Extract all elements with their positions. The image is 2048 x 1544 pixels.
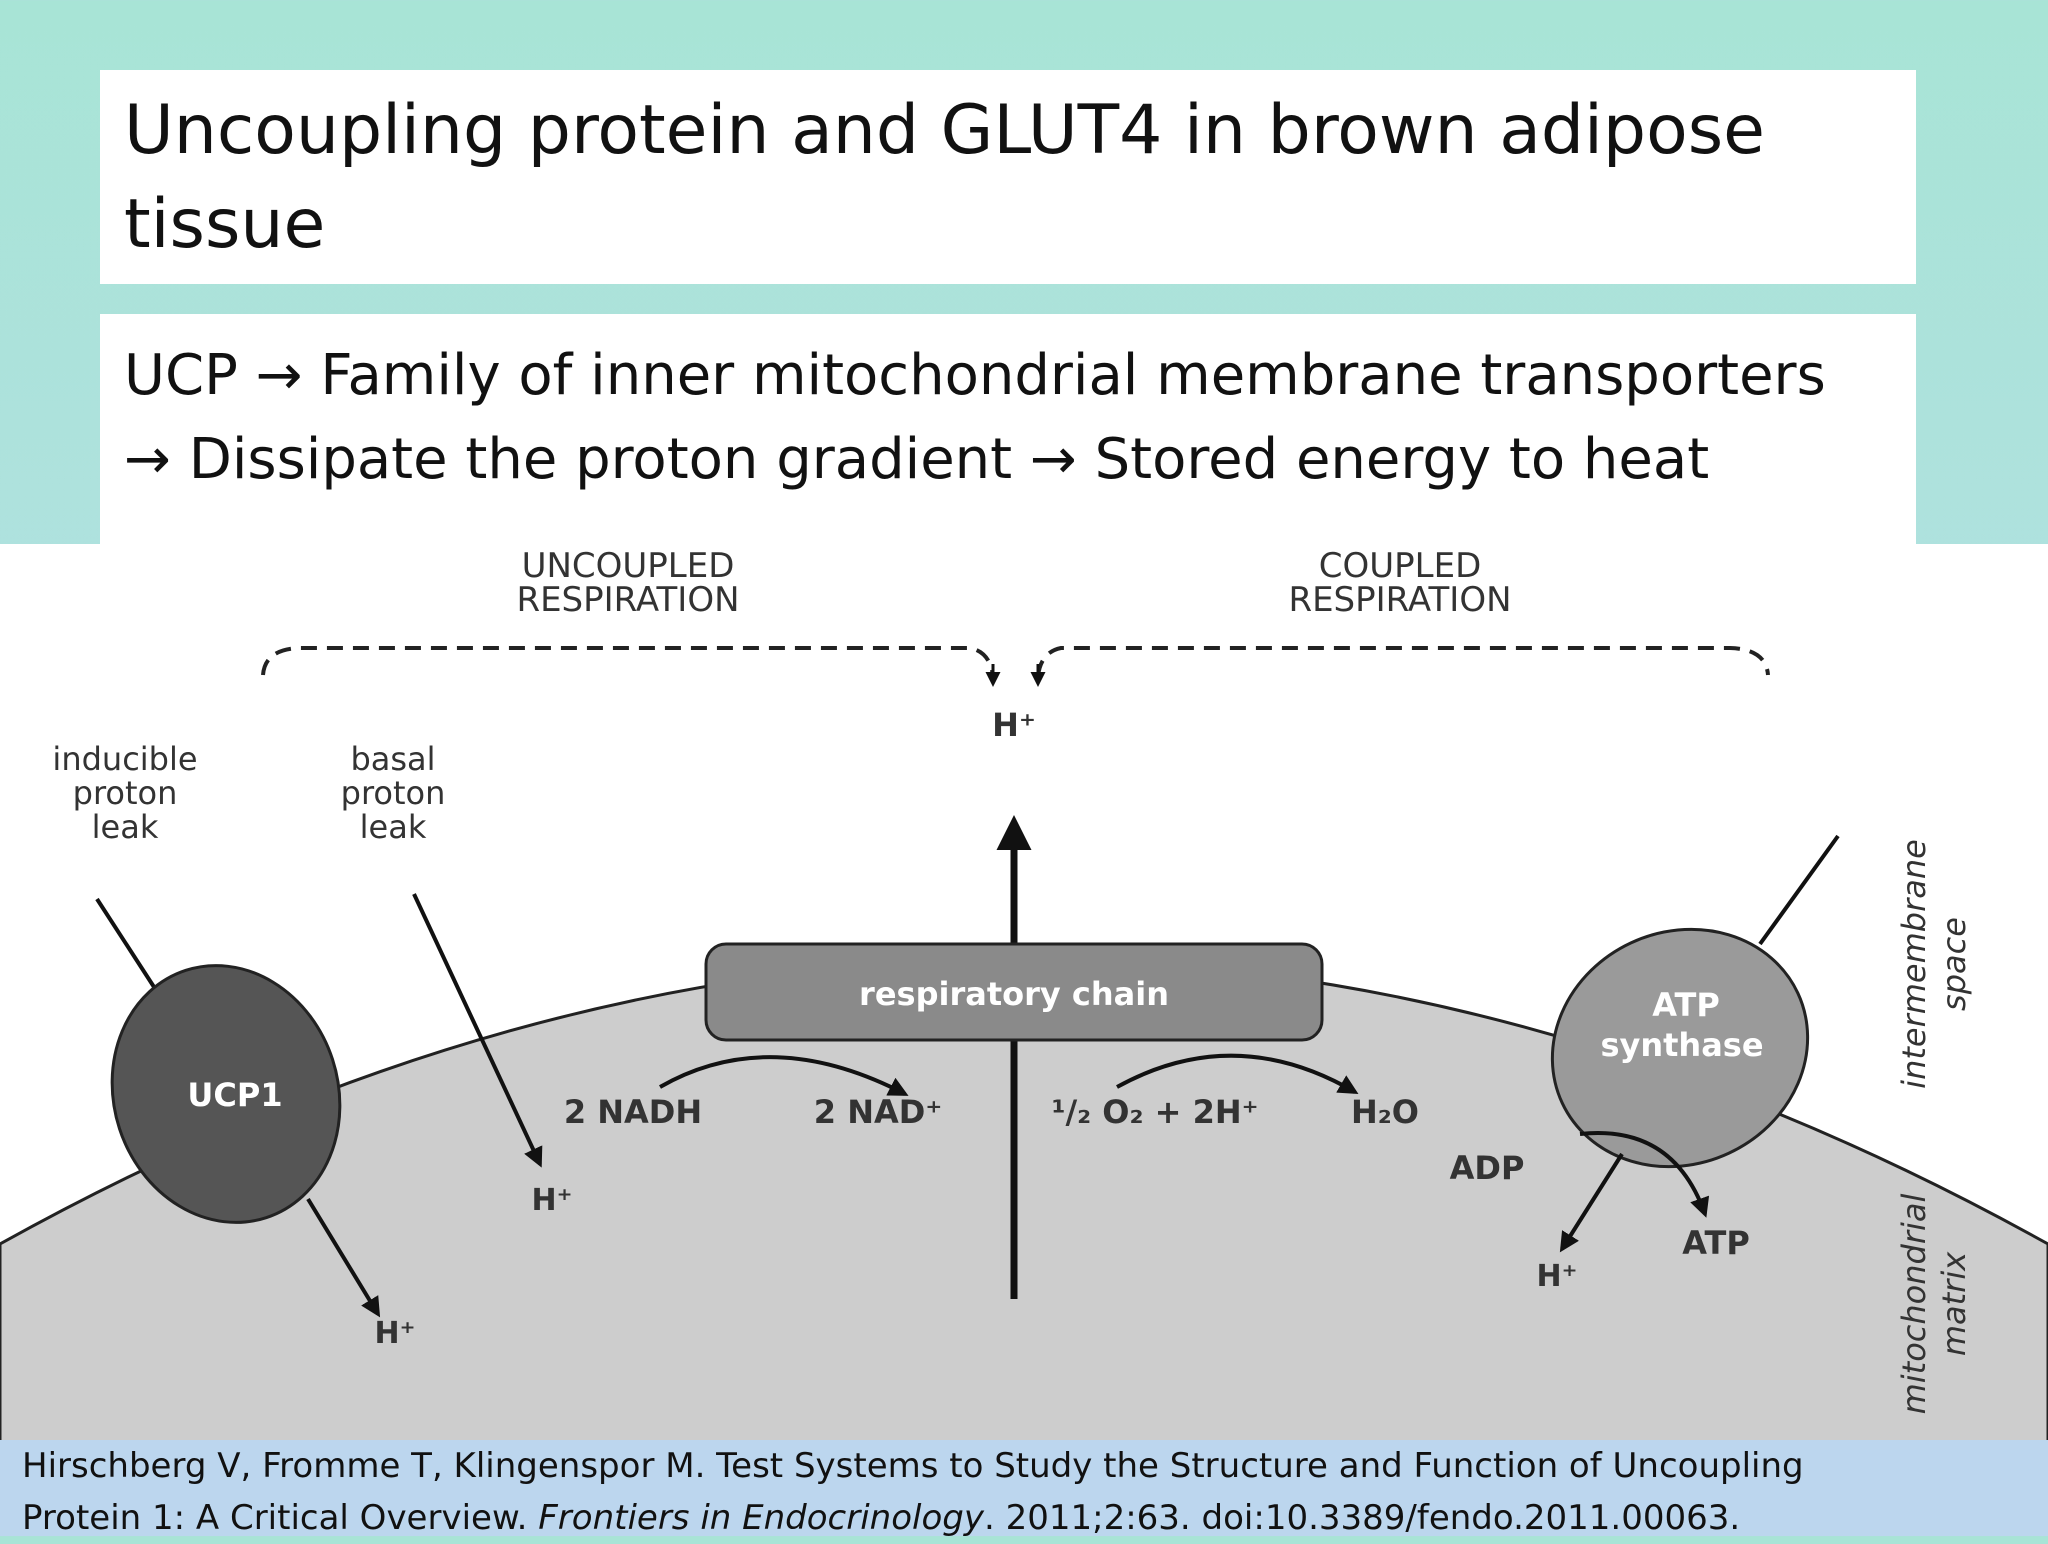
- respiratory-chain-label: respiratory chain: [859, 975, 1169, 1013]
- atp-synthase-input-line: [1758, 834, 1840, 946]
- slide-title: Uncoupling protein and GLUT4 in brown ad…: [124, 84, 1892, 272]
- uncoupled-label-1: UNCOUPLED: [522, 546, 735, 586]
- h-plus-atp: H⁺: [1537, 1259, 1578, 1294]
- coupled-brace: [1036, 646, 1770, 677]
- mitochondria-diagram: UNCOUPLED RESPIRATION COUPLED RESPIRATIO…: [0, 544, 2048, 1444]
- citation-line-1: Hirschberg V, Fromme T, Klingenspor M. T…: [22, 1446, 1804, 1486]
- ucp1-label: UCP1: [187, 1076, 282, 1114]
- inducible-label-2: proton: [73, 774, 178, 812]
- oxygen-arrow: [1116, 1053, 1359, 1095]
- citation-details: . 2011;2:63. doi:10.3389/fendo.2011.0006…: [983, 1498, 1741, 1538]
- water-label: H₂O: [1351, 1093, 1419, 1131]
- title-box: Uncoupling protein and GLUT4 in brown ad…: [100, 70, 1916, 284]
- h-plus-basal: H⁺: [532, 1183, 573, 1218]
- ucp1-output-arrow: [306, 1197, 381, 1318]
- citation-authors-title: Protein 1: A Critical Overview.: [22, 1498, 539, 1538]
- body-text: UCP → Family of inner mitochondrial memb…: [124, 334, 1892, 502]
- atp-synthase-protein: [1550, 927, 1810, 1169]
- h-plus-ucp1: H⁺: [375, 1316, 416, 1351]
- basal-leak-arrow: [412, 893, 543, 1168]
- intermembrane-label-2: space: [1935, 917, 1973, 1011]
- matrix-label: mitochondrial matrix: [1895, 1194, 1973, 1415]
- intermembrane-label-1: intermembrane: [1895, 839, 1933, 1089]
- ucp1-protein: [110, 964, 342, 1224]
- uncoupled-label-2: RESPIRATION: [516, 580, 739, 620]
- citation: Hirschberg V, Fromme T, Klingenspor M. T…: [0, 1440, 2048, 1538]
- basal-label-1: basal: [350, 740, 435, 778]
- adp-label: ADP: [1450, 1149, 1525, 1187]
- body-box: UCP → Family of inner mitochondrial memb…: [100, 314, 1916, 554]
- nadh-label: 2 NADH: [564, 1093, 702, 1131]
- matrix-label-2: matrix: [1935, 1251, 1973, 1356]
- atp-synthase-output-arrow: [1559, 1152, 1624, 1253]
- uncoupled-brace: [261, 646, 995, 677]
- basal-label-3: leak: [360, 808, 427, 846]
- atp-label: ATP: [1682, 1224, 1750, 1262]
- nad-label: 2 NAD⁺: [814, 1093, 942, 1131]
- adp-atp-arrow: [1579, 1131, 1710, 1218]
- citation-journal: Frontiers in Endocrinology: [538, 1498, 984, 1538]
- atp-synthase-label-1: ATP: [1652, 986, 1720, 1024]
- diagram-svg: UNCOUPLED RESPIRATION COUPLED RESPIRATIO…: [0, 546, 2048, 1444]
- coupled-label-1: COUPLED: [1319, 546, 1482, 586]
- coupled-label-2: RESPIRATION: [1288, 580, 1511, 620]
- title-line-2: tissue: [124, 185, 326, 264]
- inducible-label-1: inducible: [52, 740, 197, 778]
- h-plus-top: H⁺: [992, 706, 1036, 744]
- inducible-label-3: leak: [92, 808, 159, 846]
- respiratory-chain-box: [704, 942, 1324, 1042]
- citation-line-2: Protein 1: A Critical Overview. Frontier…: [22, 1492, 2026, 1544]
- nadh-arrow: [659, 1055, 909, 1096]
- atp-synthase-label-2: synthase: [1600, 1026, 1763, 1064]
- intermembrane-label: intermembrane space: [1895, 839, 1973, 1089]
- matrix-label-1: mitochondrial: [1895, 1194, 1933, 1415]
- body-line-2: → Dissipate the proton gradient → Stored…: [124, 427, 1710, 492]
- oxygen-label: ¹/₂ O₂ + 2H⁺: [1051, 1093, 1258, 1131]
- body-line-1: UCP → Family of inner mitochondrial memb…: [124, 343, 1826, 408]
- title-line-1: Uncoupling protein and GLUT4 in brown ad…: [124, 91, 1765, 170]
- basal-label-2: proton: [341, 774, 446, 812]
